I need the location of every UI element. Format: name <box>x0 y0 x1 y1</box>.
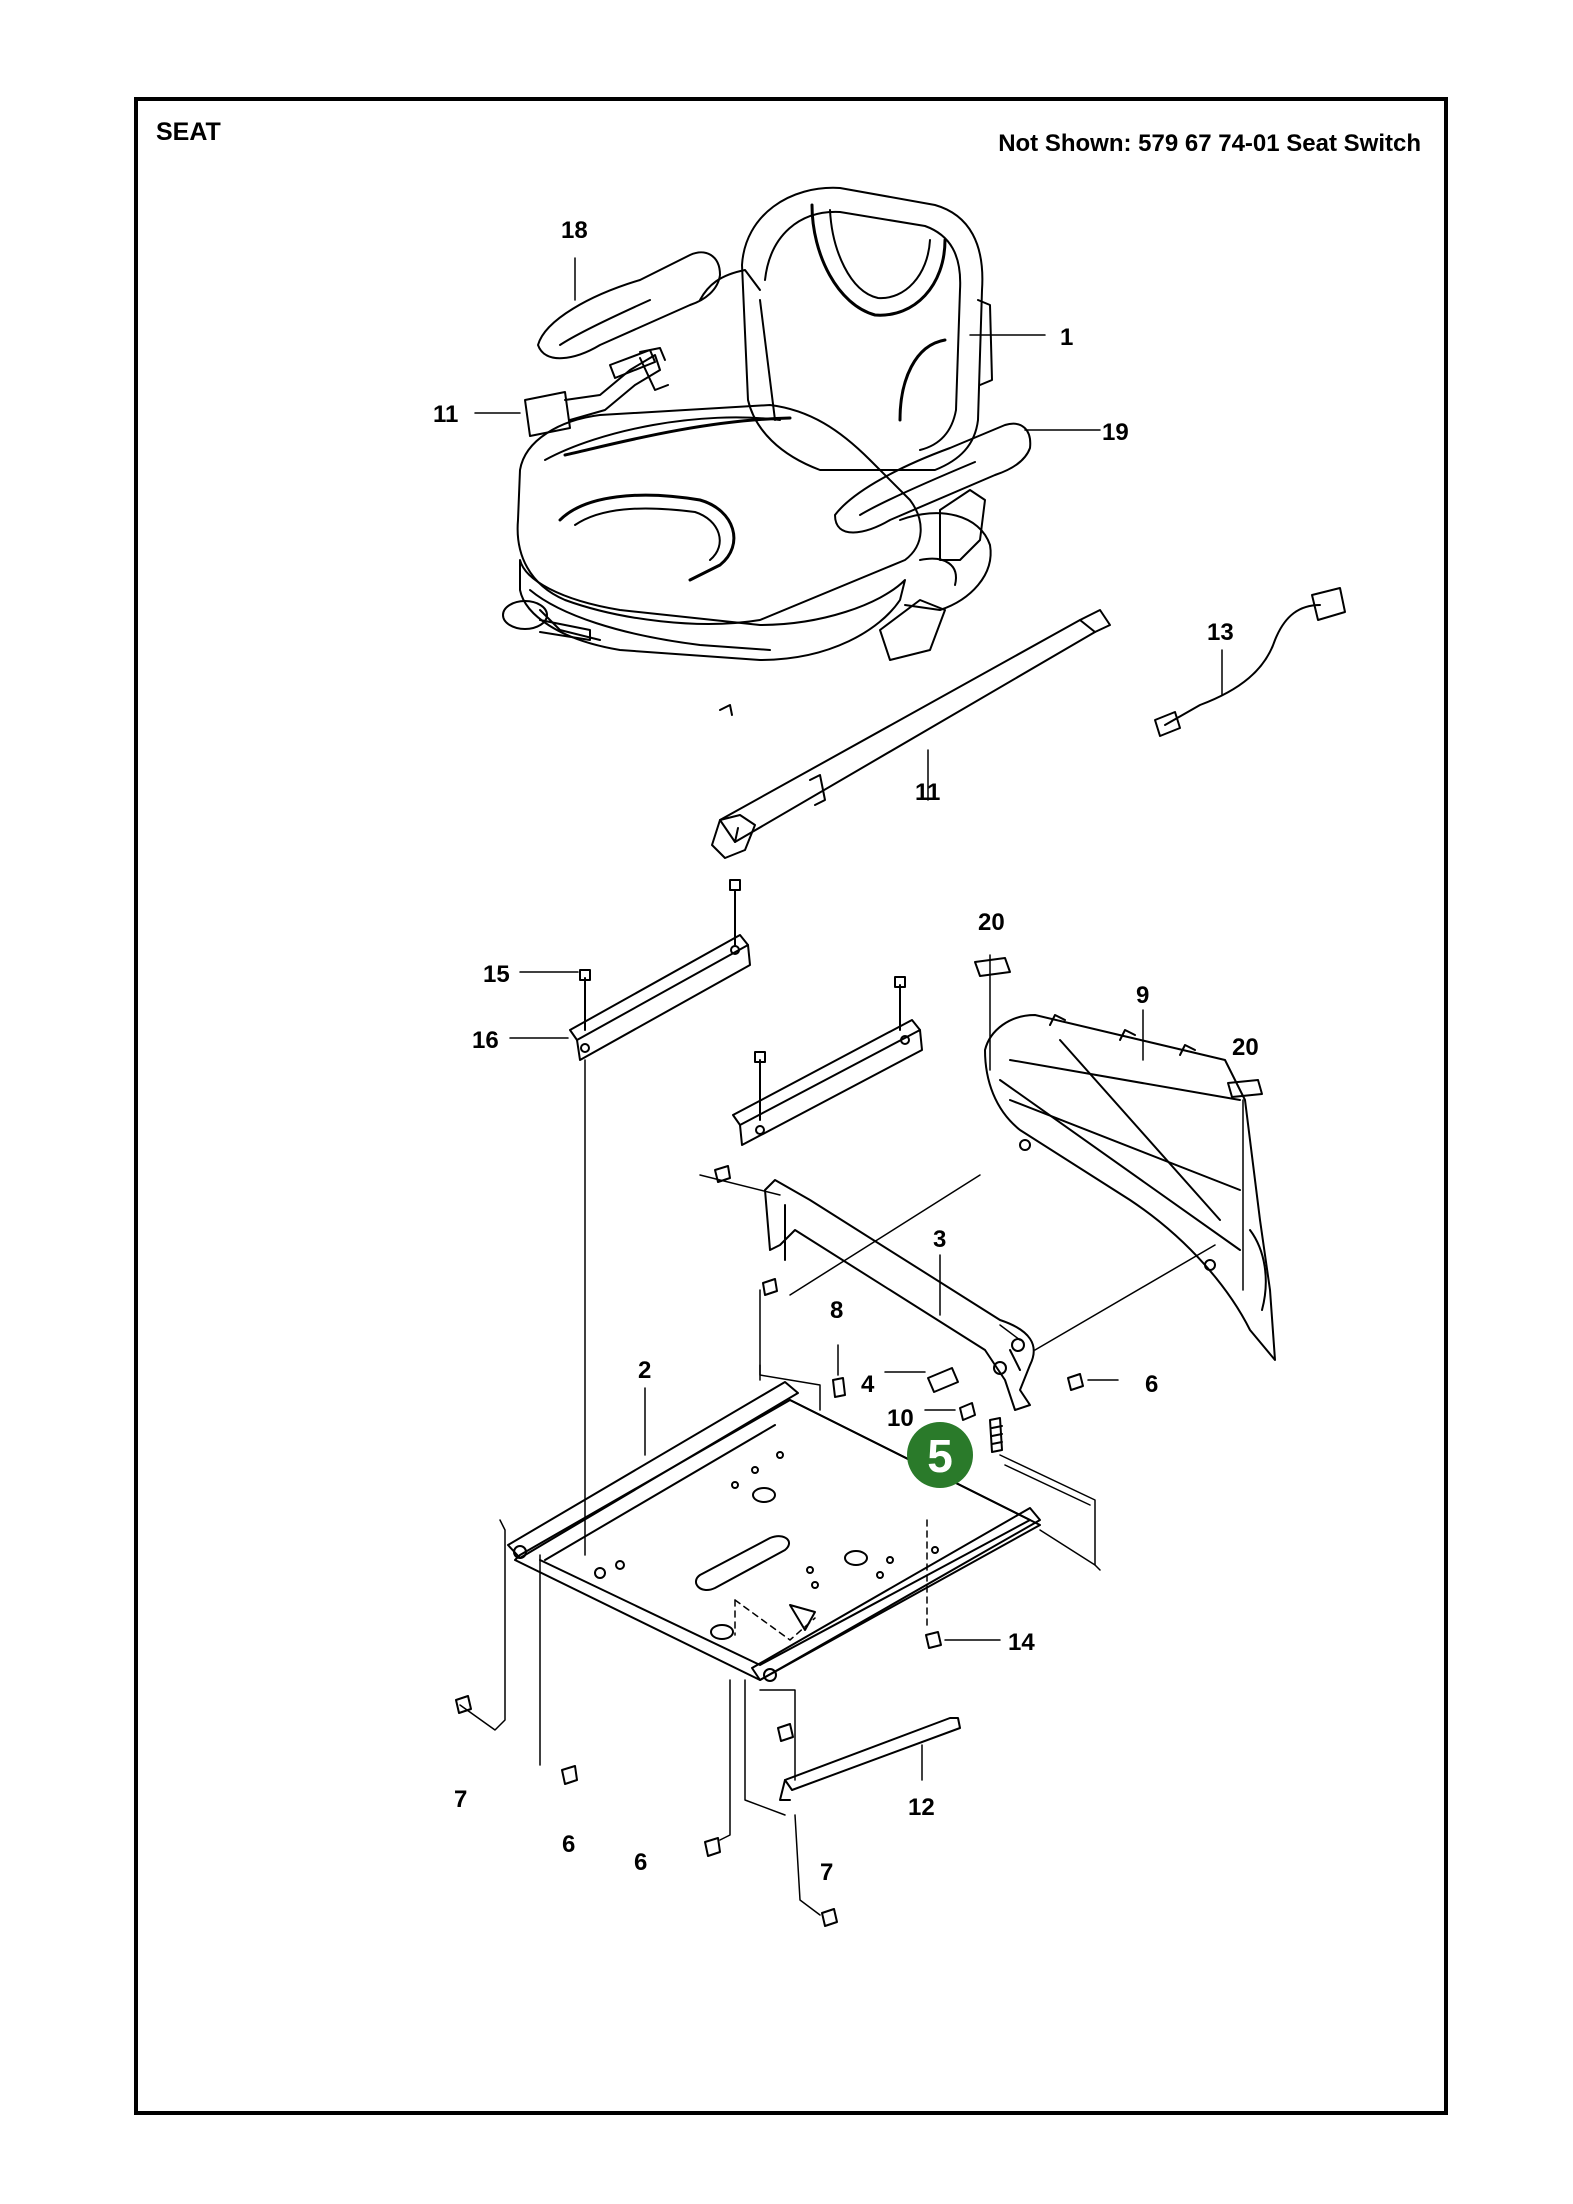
seat-belt-strap <box>711 609 1111 859</box>
seat-belt-buckle <box>524 347 666 437</box>
seat-assembly <box>502 186 993 716</box>
label-part-7-left: 7 <box>454 1786 467 1813</box>
label-part-3: 3 <box>933 1226 946 1253</box>
label-part-8: 8 <box>830 1297 843 1324</box>
rail-bracket-right <box>732 976 923 1146</box>
armrest-left <box>537 251 721 391</box>
highlight-callout-part-5: 5 <box>907 1422 973 1488</box>
label-part-6-lower: 6 <box>562 1831 575 1858</box>
label-part-10: 10 <box>887 1405 914 1432</box>
pivot-bracket <box>764 1179 1035 1411</box>
rail-bracket-left <box>569 879 751 1061</box>
label-part-7-bottom: 7 <box>820 1859 833 1886</box>
actuator-rod <box>784 1717 961 1791</box>
label-part-4: 4 <box>861 1371 875 1398</box>
label-part-19: 19 <box>1102 419 1129 446</box>
seat-cover-panel <box>984 1014 1276 1361</box>
adhesive-tape-1 <box>974 957 1011 977</box>
label-part-20-top: 20 <box>978 909 1005 936</box>
diagram-frame <box>134 97 1448 2115</box>
label-part-2: 2 <box>638 1357 651 1384</box>
label-part-20-right: 20 <box>1232 1034 1259 1061</box>
label-part-15: 15 <box>483 961 510 988</box>
label-part-12: 12 <box>908 1794 935 1821</box>
not-shown-note: Not Shown: 579 67 74-01 Seat Switch <box>998 130 1421 157</box>
leader-lines <box>459 257 1244 1916</box>
callout-circle <box>907 1422 973 1488</box>
hardware-items <box>455 1165 1084 1927</box>
wiring-harness <box>1154 587 1346 737</box>
callout-label: 5 <box>927 1430 953 1482</box>
label-part-16: 16 <box>472 1027 499 1054</box>
label-part-18: 18 <box>561 217 588 244</box>
label-part-11-buckle: 11 <box>433 401 458 428</box>
armrest-right <box>834 422 1032 561</box>
page-title: SEAT <box>156 118 221 146</box>
seat-mounting-plate <box>507 1381 1041 1682</box>
label-part-1: 1 <box>1060 324 1073 351</box>
label-part-6-bottom: 6 <box>634 1849 647 1876</box>
label-part-6-right: 6 <box>1145 1371 1158 1398</box>
adhesive-tape-2 <box>1227 1079 1263 1098</box>
label-part-9: 9 <box>1136 982 1149 1009</box>
label-part-11-strap: 11 <box>915 779 940 806</box>
label-part-14: 14 <box>1008 1629 1035 1656</box>
label-part-13: 13 <box>1207 619 1234 646</box>
